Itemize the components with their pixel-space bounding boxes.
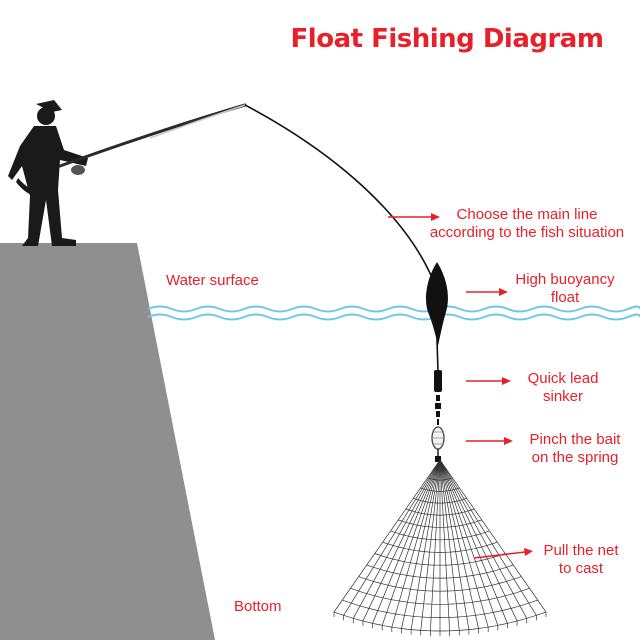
net-ring-line — [374, 553, 506, 566]
label-float-1: High buoyancy — [515, 271, 615, 288]
label-sinker-2: sinker — [542, 388, 583, 405]
net-radial-line — [362, 459, 441, 622]
net-radial-line — [352, 459, 441, 619]
casting-net — [333, 459, 547, 636]
net-ring-line — [350, 587, 530, 605]
swivel-chain — [435, 395, 441, 425]
net-ring-line — [413, 497, 467, 504]
label-sinker: Quick lead sinker — [516, 370, 610, 406]
label-net: Pull the net to cast — [530, 542, 632, 578]
float-body — [426, 262, 448, 346]
net-radial-line — [372, 459, 441, 624]
net-radial-line — [439, 459, 547, 613]
net-radial-line — [391, 459, 441, 628]
label-net-2: to cast — [558, 560, 604, 577]
arrow-main-line — [388, 213, 440, 221]
net-ring-line — [420, 487, 460, 492]
arrow-bait-spring — [466, 437, 513, 445]
net-radial-line — [439, 459, 537, 616]
main-line — [244, 104, 439, 373]
net-radial-line — [439, 459, 518, 622]
fishing-reel — [71, 165, 85, 175]
label-water-surface-text: Water surface — [166, 272, 259, 289]
net-radial-line — [420, 459, 441, 631]
net-ring-line — [342, 599, 538, 618]
water-surface-waves — [147, 305, 640, 321]
net-ring-line — [366, 564, 514, 579]
angler-silhouette — [8, 100, 88, 246]
arrow-sinker — [466, 377, 511, 385]
net-ring-line — [427, 477, 453, 481]
label-main-line: Choose the main line according to the fi… — [416, 206, 638, 242]
net-radial-line — [439, 459, 479, 629]
label-bait-spring-2: on the spring — [531, 449, 619, 466]
net-ring-line — [390, 530, 490, 541]
arrow-float — [466, 288, 508, 296]
label-bottom-text: Bottom — [234, 598, 282, 615]
label-main-line-2: according to the fish situation — [429, 224, 625, 241]
net-radial-line — [439, 459, 460, 631]
net-ring-line — [405, 508, 475, 516]
net-radial-line — [381, 459, 441, 626]
bait-spring — [431, 426, 445, 462]
net-radial-line — [439, 459, 489, 628]
lead-sinker — [434, 370, 442, 392]
net-ring-line — [434, 467, 446, 470]
net-radial-line — [439, 459, 450, 631]
arrow-net — [473, 548, 533, 559]
net-radial-line — [439, 459, 508, 624]
net-ring-line — [358, 576, 522, 592]
net-radial-line — [439, 459, 470, 630]
label-water-surface: Water surface — [166, 272, 259, 290]
annotation-arrows — [388, 213, 533, 559]
label-bottom: Bottom — [234, 598, 282, 616]
bank-cliff — [0, 243, 215, 640]
label-main-line-1: Choose the main line — [456, 206, 598, 223]
net-ring-line — [382, 541, 498, 553]
label-bait-spring: Pinch the bait on the spring — [518, 431, 632, 467]
net-radial-line — [430, 459, 441, 631]
net-radial-line — [333, 459, 441, 613]
net-radial-line — [401, 459, 441, 629]
net-radial-line — [410, 459, 441, 630]
net-radial-line — [343, 459, 441, 616]
label-net-1: Pull the net — [543, 542, 619, 559]
net-ring-line — [398, 519, 482, 528]
label-sinker-1: Quick lead — [527, 370, 599, 387]
net-radial-line — [439, 459, 499, 626]
fishing-rod-tip — [149, 104, 246, 139]
diagram-title: Float Fishing Diagram — [290, 24, 604, 54]
label-bait-spring-1: Pinch the bait — [529, 431, 621, 448]
label-float: High buoyancy float — [508, 271, 622, 307]
net-radial-line — [439, 459, 528, 619]
label-float-2: float — [550, 289, 580, 306]
